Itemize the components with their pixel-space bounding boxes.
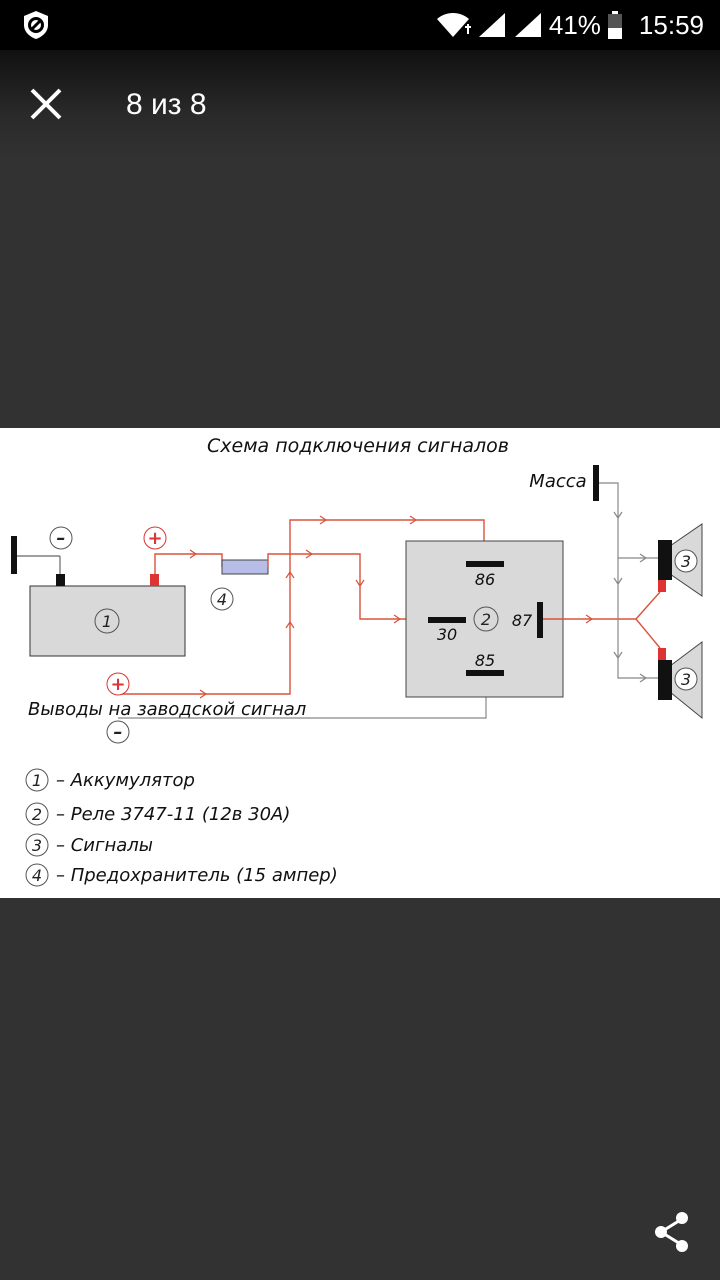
legend-item: – Предохранитель (15 ампер) [56, 865, 338, 886]
relay-pin-87: 87 [512, 611, 533, 630]
battery-percent: 41% [548, 9, 601, 40]
svg-text:2: 2 [32, 805, 42, 824]
factory-label: Выводы на заводской сигнал [28, 699, 306, 720]
diagram-title: Схема подключения сигналов [207, 435, 509, 457]
relay-pin-85: 85 [475, 651, 495, 670]
factory-plus-sign: + [110, 674, 125, 695]
legend-item: – Реле 3747-11 (12в 30А) [56, 804, 290, 825]
battery-number: 1 [102, 612, 112, 631]
wiring-diagram-image[interactable]: Схема подключения сигналов 1 – + 4 [0, 428, 720, 898]
svg-text:1: 1 [32, 771, 42, 790]
horn-bottom-number: 3 [681, 670, 691, 689]
battery-negative-terminal [56, 574, 65, 586]
legend-item: – Аккумулятор [56, 770, 195, 791]
fuse-number: 4 [217, 590, 227, 609]
legend-item: – Сигналы [56, 835, 153, 856]
fuse [221, 559, 269, 575]
ground-symbol [11, 536, 17, 574]
battery-icon [607, 11, 622, 39]
battery-minus-sign: – [57, 528, 66, 549]
battery-box [29, 585, 186, 657]
image-counter: 8 из 8 [126, 88, 207, 121]
svg-text:3: 3 [32, 836, 42, 855]
clock: 15:59 [638, 9, 704, 40]
share-icon[interactable] [652, 1210, 692, 1254]
svg-text:4: 4 [32, 866, 42, 885]
battery-positive-terminal [150, 574, 159, 586]
signal-icon [478, 13, 505, 37]
wiring-diagram: Схема подключения сигналов 1 – + 4 [11, 435, 703, 887]
status-icons: 41% 15:59 [435, 0, 704, 50]
battery-plus-sign: + [147, 528, 162, 549]
ground-label: Масса [529, 471, 586, 492]
horn-top-number: 3 [681, 552, 691, 571]
factory-minus-sign: – [114, 722, 123, 743]
status-bar: 41% 15:59 [0, 0, 720, 50]
toolbar [0, 50, 720, 160]
relay-pin-30: 30 [437, 625, 457, 644]
relay-pin-86: 86 [475, 570, 495, 589]
legend: 1 – Аккумулятор 2 – Реле 3747-11 (12в 30… [25, 768, 338, 887]
relay-number: 2 [481, 610, 491, 629]
close-icon[interactable] [28, 86, 64, 122]
wifi-icon [436, 13, 471, 37]
data-saver-icon [24, 11, 48, 39]
signal-icon-2 [514, 13, 541, 37]
